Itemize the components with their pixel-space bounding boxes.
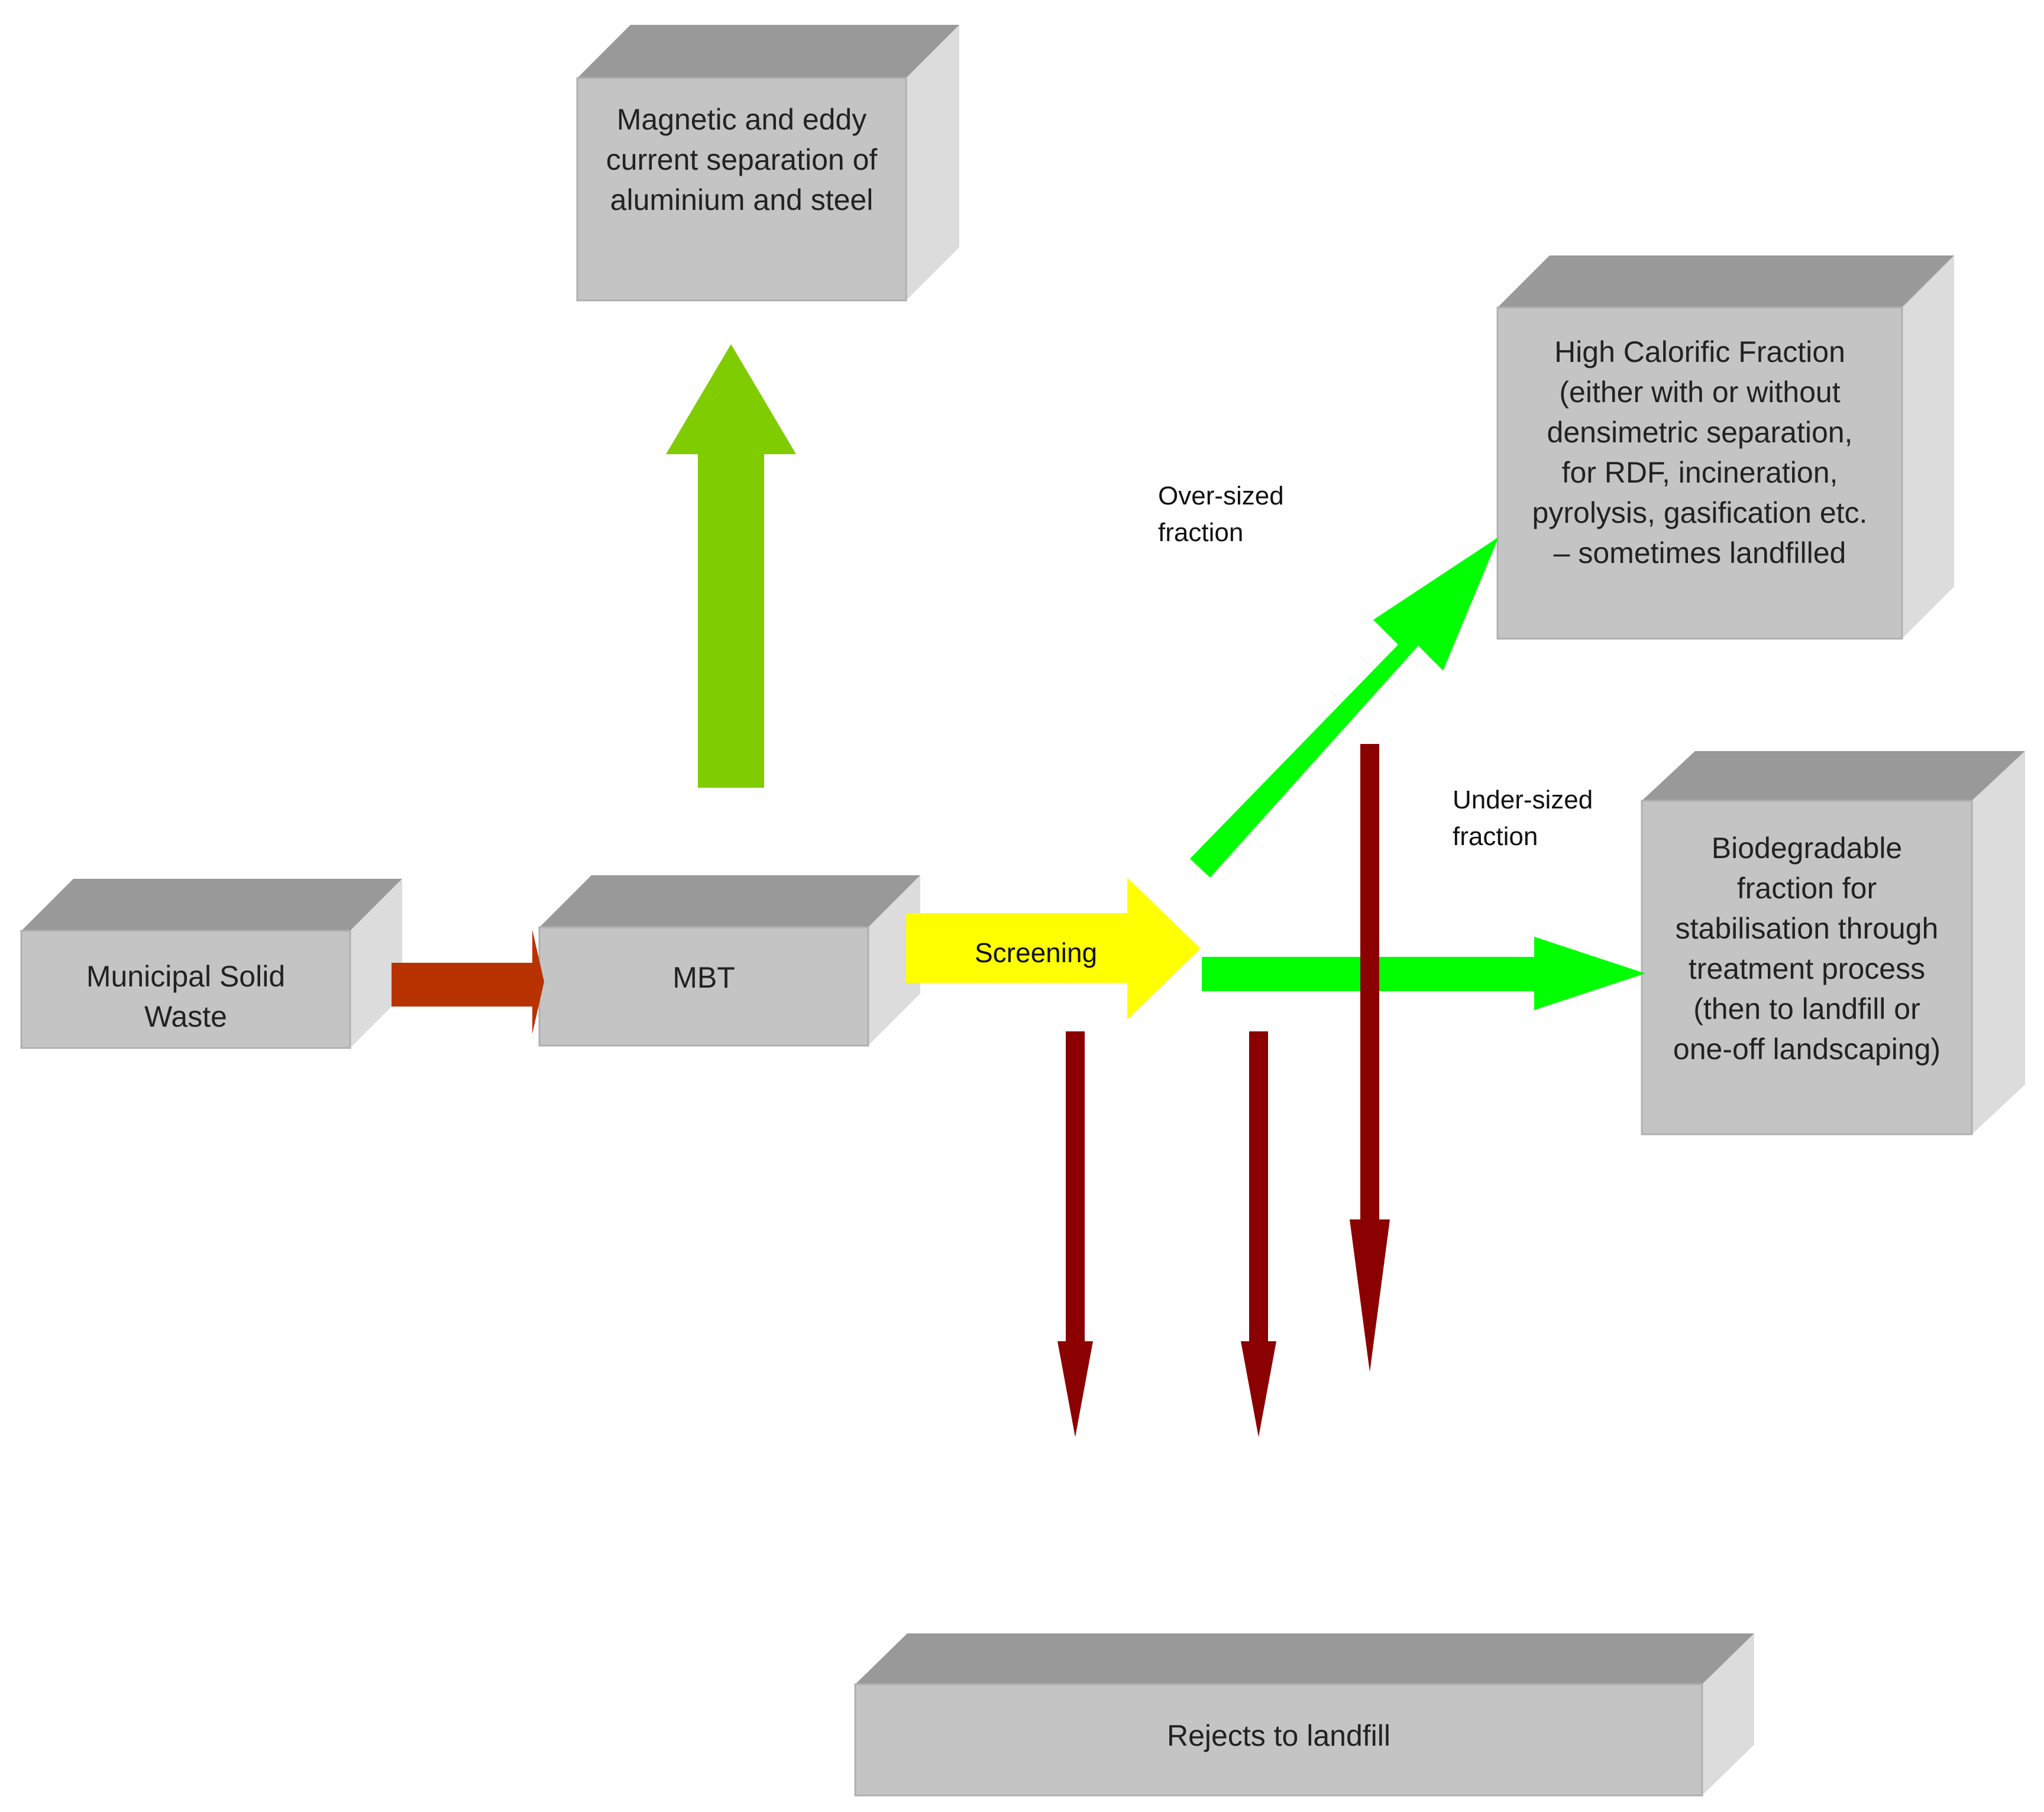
box-rejects-front [854,1683,1703,1797]
box-mbt [538,875,920,1047]
box-high-calorific-top [1498,255,1954,308]
box-rejects-top [855,1633,1754,1684]
box-magnetic-front [576,77,907,302]
arrow-reject-2 [1241,1031,1276,1437]
box-msw-side [350,879,402,1048]
box-mbt-front [538,926,869,1047]
box-biodegradable-side [1972,751,2025,1134]
arrow-undersized [1202,937,1645,1010]
box-magnetic-top [577,25,959,78]
label-screening: Screening [975,937,1098,968]
box-msw-front [20,930,351,1049]
box-high-calorific-side [1902,255,1954,639]
box-mbt-text: MBT [672,961,735,994]
box-msw-text: Municipal Solid Waste [86,960,286,1033]
box-biodegradable-top [1642,751,2025,801]
box-msw [20,879,402,1049]
box-biodegradable-front [1641,800,1973,1135]
arrow-up-to-magnetic [666,344,796,788]
box-rejects [854,1633,1754,1797]
box-high-calorific-text: High Calorific Fraction (either with or … [1532,335,1868,570]
arrow-msw-to-mbt [392,930,544,1034]
box-biodegradable-text: Biodegradable fraction for stabilisation… [1673,831,1941,1066]
box-rejects-side [1702,1633,1754,1795]
box-high-calorific [1496,255,1954,640]
box-high-calorific-front [1496,306,1903,640]
arrow-screening [906,878,1201,1020]
box-rejects-text: Rejects to landfill [1167,1719,1390,1752]
label-oversized: Over-sized fraction [1158,481,1284,547]
box-magnetic [576,25,959,302]
arrow-oversized [1190,537,1499,878]
box-magnetic-text: Magnetic and eddy current separation of … [606,103,878,216]
label-undersized: Under-sized fraction [1453,785,1593,851]
arrow-reject-3 [1350,744,1390,1372]
box-mbt-top [539,875,920,927]
box-biodegradable [1641,751,2025,1135]
box-magnetic-side [906,25,959,300]
arrow-reject-1 [1057,1031,1093,1437]
box-msw-top [21,879,402,931]
